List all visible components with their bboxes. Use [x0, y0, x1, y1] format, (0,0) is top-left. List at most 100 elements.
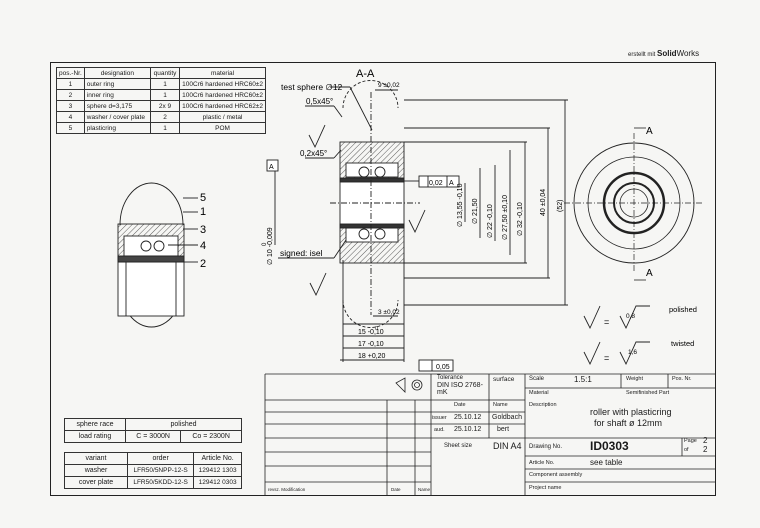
description-line-1: roller with plasticring — [590, 407, 672, 417]
brand-works: Works — [676, 49, 700, 58]
test-sphere-label: test sphere ∅12 — [281, 82, 343, 92]
page-label: Page — [684, 438, 697, 444]
created-with: erstellt mit SolidWorks — [628, 49, 699, 58]
polished-value: 0,8 — [626, 313, 635, 320]
aud-name: bert — [497, 426, 510, 433]
polished-label: polished — [669, 305, 697, 314]
semifinished-label: Semifinished Part — [626, 390, 670, 396]
drawing-no-label: Drawing No. — [529, 444, 563, 450]
of-label: of — [684, 447, 689, 453]
twisted-label: twisted — [671, 339, 694, 348]
parallel-value: 0,05 — [436, 364, 450, 371]
chamfer-2: 0,2x45° — [300, 149, 327, 158]
balloon-4: 4 — [200, 240, 206, 252]
dia-bore: ∅ 10 -0,009 — [267, 227, 274, 265]
front-view-label-top: A — [646, 126, 653, 137]
balloon-2: 2 — [200, 258, 206, 270]
sheet-size-value: DIN A4 — [493, 441, 522, 451]
dim-13-55: ∅ 13,55 -0,10 — [457, 183, 464, 227]
balloon-3: 3 — [200, 224, 206, 236]
balloon-5: 5 — [200, 192, 206, 204]
tolerance-value: DIN ISO 2768-mK — [437, 382, 483, 396]
tolerance-value: 0,02 — [429, 180, 443, 187]
aud-date: 25.10.12 — [454, 426, 482, 433]
parts-table-header: pos.-Nr. designation quantity material — [56, 67, 266, 79]
drawing-no-value: ID0303 — [590, 439, 629, 453]
parts-table: pos.-Nr. designation quantity material 1… — [56, 67, 266, 134]
of-value: 2 — [703, 445, 708, 454]
issuer-label: issuer — [432, 415, 447, 421]
dim-40: 40 ±0,04 — [540, 189, 547, 216]
article-no-value: see table — [590, 458, 623, 467]
brand-solid: Solid — [657, 49, 677, 58]
aud-label: aud. — [434, 427, 445, 433]
dim-18: 18 +0,20 — [358, 353, 386, 360]
dim-17: 17 -0,10 — [358, 341, 384, 348]
cell: 5 — [56, 122, 85, 134]
signed-label: signed: isel — [280, 248, 323, 258]
dim-3: 3 ±0,02 — [378, 309, 400, 316]
balloon-1: 1 — [200, 206, 206, 218]
dim-21-50: ∅ 21,50 — [472, 198, 479, 224]
equals-2: = — [604, 353, 609, 363]
drawing-frame — [50, 62, 716, 496]
chamfer-1: 0,5x45° — [306, 97, 333, 106]
cell: Co = 2300N — [180, 430, 242, 443]
dim-32: ∅ 32 -0,10 — [517, 202, 524, 236]
revision-label: revsz. Modification — [268, 487, 306, 492]
dim-52: (52) — [557, 200, 564, 212]
article-no-label: Article No. — [529, 460, 555, 466]
rev-date-label: Date — [391, 487, 401, 492]
cell: 1 — [149, 122, 181, 134]
name-label: Name — [493, 402, 508, 408]
issuer-name: Goldbach — [492, 414, 522, 421]
twisted-value: 1,6 — [628, 349, 637, 356]
section-view — [266, 80, 568, 372]
iso-view — [117, 182, 198, 328]
cell: POM — [179, 122, 266, 134]
title-block-grid — [264, 373, 716, 496]
created-with-text: erstellt mit — [628, 52, 656, 58]
description-label: Description — [529, 402, 557, 408]
surface-symbols — [308, 124, 650, 366]
cell: load rating — [64, 430, 126, 443]
rev-name-label: Name — [418, 487, 431, 492]
dim-zero: 0 — [375, 326, 378, 332]
tolerance-label: Tolerance — [437, 375, 464, 381]
front-view — [564, 127, 704, 281]
surface-label: surface — [493, 376, 515, 383]
weight-label: Weight — [626, 376, 644, 382]
dim-15: 15 -0,10 — [358, 329, 384, 336]
material-label: Material — [529, 390, 549, 396]
pos-nr-label: Pos. Nr. — [672, 376, 692, 382]
datum-a-label: A — [269, 164, 274, 171]
dim-22: ∅ 22 -0,10 — [487, 204, 494, 238]
component-label: Component assembly — [529, 472, 583, 478]
front-view-label-bottom: A — [646, 268, 653, 279]
section-title: A-A — [356, 68, 375, 80]
scale-value: 1.5:1 — [574, 375, 592, 384]
cell: LFR50/5KDD-12-S — [126, 476, 195, 489]
date-label: Date — [454, 402, 466, 408]
tolerance-datum: A — [449, 180, 454, 187]
scale-label: Scale — [529, 376, 545, 382]
project-label: Project name — [529, 485, 562, 491]
issuer-date: 25.10.12 — [454, 414, 482, 421]
dim-27-50: ∅ 27,50 ±0,10 — [502, 195, 509, 240]
equals-1: = — [604, 317, 609, 327]
cell: 129412 0303 — [193, 476, 242, 489]
description-line-2: for shaft ø 12mm — [594, 418, 663, 428]
page-value: 2 — [703, 436, 708, 445]
sheet-size-label: Sheet size — [444, 443, 473, 449]
